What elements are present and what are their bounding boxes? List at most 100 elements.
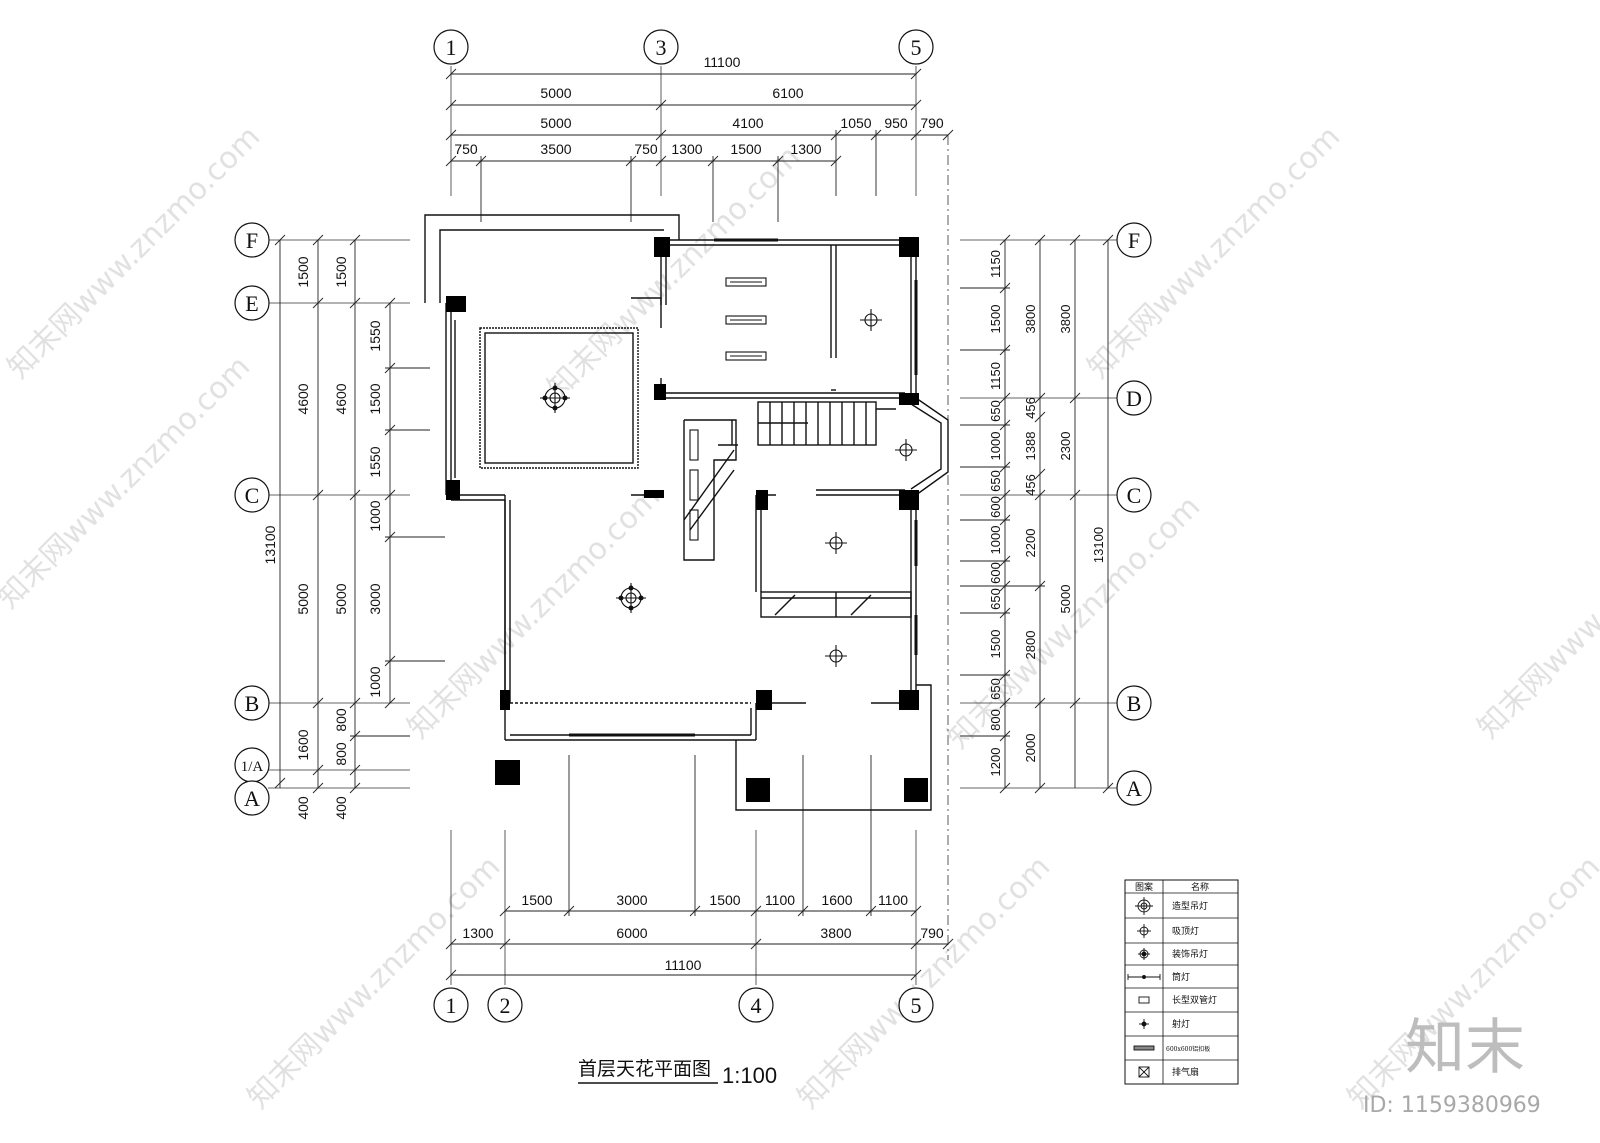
ceiling-light-icon (860, 309, 882, 331)
tube-light-icon (689, 509, 699, 541)
legend-item-label: 吸顶灯 (1172, 926, 1199, 937)
watermark-text: 知末网www.znzmo.com (1081, 119, 1347, 385)
dim-value: 4600 (333, 383, 349, 414)
axis-label: C (245, 483, 260, 508)
top-dimension-text: 11100 5000 6100 5000 4100 1050 950 790 7… (454, 54, 944, 157)
dim-value: 650 (988, 678, 1003, 700)
tube-light-icon (689, 429, 699, 461)
dim-value: 1388 (1023, 432, 1038, 461)
dim-value: 5000 (295, 583, 311, 614)
tube-light-icon (689, 469, 699, 501)
dim-value: 2200 (1023, 529, 1038, 558)
axis-label: 5 (911, 993, 922, 1018)
dim-value: 1500 (709, 892, 740, 908)
left-dimension-lines (274, 234, 445, 794)
dim-value: 3000 (367, 583, 383, 614)
dim-value: 1000 (367, 500, 383, 531)
dim-value: 1300 (462, 925, 493, 941)
dim-value: 11100 (665, 957, 702, 973)
dim-value: 600 (988, 496, 1003, 518)
dim-value: 1000 (367, 666, 383, 697)
dim-value: 1300 (671, 141, 702, 157)
double-tube-light-icon (1138, 996, 1150, 1004)
dim-value: 5000 (540, 85, 571, 101)
dim-value: 456 (1023, 397, 1038, 419)
dim-value: 800 (333, 742, 349, 766)
axis-label: 1 (446, 993, 457, 1018)
dim-value: 11100 (704, 54, 741, 70)
dim-value: 1500 (367, 383, 383, 414)
axis-label: 4 (751, 993, 762, 1018)
dim-value: 2800 (1023, 631, 1038, 660)
dim-value: 1100 (878, 892, 908, 908)
watermark-text: 知末网www.znzmo.com (1471, 479, 1600, 745)
dim-value: 5000 (333, 583, 349, 614)
axis-label: 1/A (241, 759, 264, 775)
dim-value: 3500 (540, 141, 571, 157)
dim-value: 6100 (772, 85, 803, 101)
right-dimension-text: 1150 1500 1150 650 1000 650 600 1000 600… (988, 250, 1106, 776)
watermark-text: 知末网www.znzmo.com (541, 139, 807, 405)
axis-label: F (246, 228, 258, 253)
exhaust-fan-icon (1138, 1066, 1150, 1078)
watermark-text: 知末网www.znzmo.com (0, 349, 257, 615)
dim-value: 1100 (765, 892, 795, 908)
dim-value: 1300 (790, 141, 821, 157)
dim-value: 650 (988, 588, 1003, 610)
dim-value: 1050 (840, 115, 871, 131)
dim-value: 3800 (1058, 305, 1073, 334)
legend-table: 图案 名称 (1124, 879, 1239, 1085)
axis-label: B (1127, 691, 1142, 716)
dim-value: 800 (333, 708, 349, 732)
legend-item-label: 造型吊灯 (1172, 900, 1208, 912)
legend-header: 图案 (1135, 881, 1153, 893)
bottom-dimension-lines (445, 755, 954, 981)
dim-value: 600 (988, 562, 1003, 584)
dim-value: 3800 (1023, 305, 1038, 334)
watermark-text: 知末网www.znzmo.com (241, 849, 507, 1115)
dim-value: 650 (988, 470, 1003, 492)
dim-value: 2000 (1023, 734, 1038, 763)
legend-item-label: 射灯 (1172, 1018, 1190, 1030)
tube-light-icon (725, 351, 767, 361)
dim-value: 3000 (616, 892, 647, 908)
axis-label: 1 (446, 35, 457, 60)
dim-value: 400 (295, 796, 311, 820)
axis-label: E (245, 291, 258, 316)
legend-header: 名称 (1191, 881, 1209, 893)
spotlight-icon (1139, 1019, 1149, 1029)
dim-value: 400 (333, 796, 349, 820)
grid-lines (268, 66, 1117, 985)
dim-value: 1150 (988, 250, 1003, 278)
scale-text: 1:100 (722, 1063, 777, 1088)
decorative-light-icon (1138, 948, 1150, 960)
ceiling-light-icon (825, 645, 847, 667)
watermark-text: 知末网www.znzmo.com (1, 119, 267, 385)
axis-label: D (1126, 386, 1142, 411)
dim-value: 4100 (732, 115, 763, 131)
dim-value: 650 (988, 400, 1003, 422)
axis-label: 2 (500, 993, 511, 1018)
bottom-dimension-text: 1500 3000 1500 1100 1600 1100 1300 6000 … (462, 892, 943, 973)
dim-value: 1200 (988, 748, 1003, 777)
columns (446, 237, 928, 802)
drawing-title: 首层天花平面图 1:100 (578, 1058, 777, 1088)
tube-light-icon (725, 277, 767, 287)
dim-value: 1550 (367, 446, 383, 477)
dim-value: 750 (634, 141, 658, 157)
pendant-light-icon (616, 583, 646, 613)
light-fixtures (540, 277, 917, 667)
dim-value: 1150 (988, 362, 1003, 390)
dim-value: 1500 (988, 305, 1003, 334)
ceiling-light-icon (825, 532, 847, 554)
legend-item-label: 长型双管灯 (1172, 994, 1217, 1006)
dim-value: 1500 (521, 892, 552, 908)
dim-value: 5000 (1058, 585, 1073, 614)
axis-label: F (1128, 228, 1140, 253)
tube-light-icon (725, 315, 767, 325)
legend-item-label: 600x600铝扣板 (1166, 1045, 1210, 1053)
pendant-light-icon (1135, 897, 1153, 915)
brand-watermark: 知末 (1405, 1013, 1525, 1083)
dim-value: 6000 (616, 925, 647, 941)
